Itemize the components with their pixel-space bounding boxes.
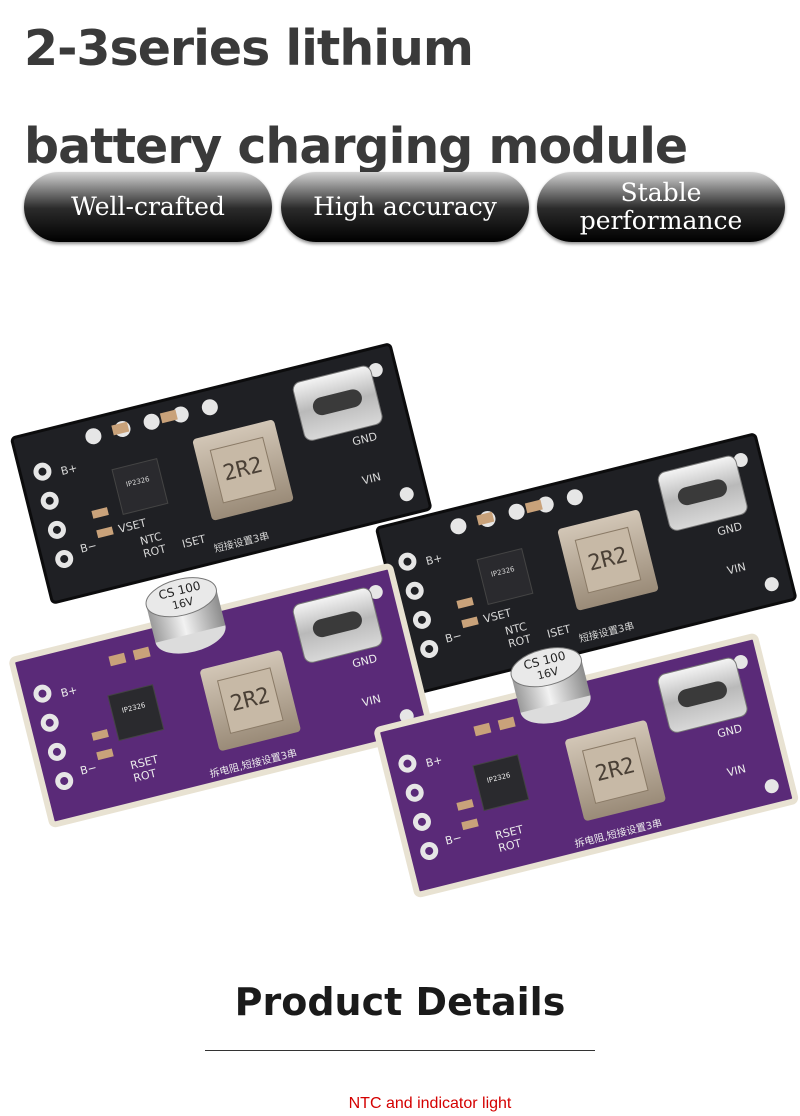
feature-pill-high-accuracy: High accuracy [281, 172, 529, 242]
silk-bminus: B− [444, 831, 463, 848]
silk-bminus: B− [444, 629, 463, 646]
silk-vin: VIN [726, 762, 748, 779]
product-board-purple-1: 2R2 CS 100 16V B+ B− RSET ROT GND VIN IP… [9, 563, 434, 828]
silk-vin: VIN [361, 470, 383, 487]
silk-rot: ROT [507, 632, 533, 650]
feature-pill-well-crafted: Well-crafted [24, 172, 272, 242]
capacitor-marking-2: 16V [171, 594, 195, 612]
product-board-black-1: 2R2 B+ B− VSET NTC ROT ISET GND VIN IP23… [10, 343, 432, 604]
heading-divider [205, 1050, 595, 1051]
silk-bminus: B− [79, 539, 98, 556]
silk-vin: VIN [361, 692, 383, 709]
product-board-purple-2: 2R2 CS 100 16V B+ B− RSET ROT GND VIN IP… [374, 633, 799, 898]
silk-iset: ISET [181, 532, 208, 550]
silk-rot: ROT [132, 767, 158, 785]
silk-gnd: GND [351, 652, 379, 671]
title-line-1: 2-3series lithium [24, 20, 474, 77]
product-details-heading: Product Details [234, 980, 566, 1024]
silk-rot: ROT [497, 837, 523, 855]
silk-ntc: NTC [139, 530, 164, 548]
feature-pill-stable-performance: Stable performance [537, 172, 785, 242]
page-title: 2-3series lithium battery charging modul… [24, 0, 688, 196]
silk-ntc: NTC [504, 620, 529, 638]
silk-gnd: GND [716, 722, 744, 741]
silk-bplus: B+ [59, 683, 78, 700]
silk-bplus: B+ [424, 551, 443, 568]
product-photo: 2R2 B+ B− VSET NTC ROT ISET GND VIN IP23… [9, 343, 799, 898]
silk-gnd: GND [351, 430, 379, 449]
feature-label: High accuracy [313, 192, 497, 221]
silk-bplus: B+ [424, 753, 443, 770]
silk-rot: ROT [142, 542, 168, 560]
feature-label-line-1: Stable [620, 178, 702, 207]
product-board-black-2: 2R2 B+ B− VSET NTC ROT ISET GND VIN IP23… [375, 433, 797, 694]
silk-iset: ISET [546, 622, 573, 640]
silk-gnd: GND [716, 520, 744, 539]
silk-bplus: B+ [59, 461, 78, 478]
details-caption: NTC and indicator light [348, 1095, 512, 1112]
feature-pills: Well-crafted High accuracy Stable perfor… [24, 172, 786, 244]
silk-bminus: B− [79, 761, 98, 778]
feature-label-line-2: performance [579, 206, 743, 235]
silk-vin: VIN [726, 560, 748, 577]
capacitor-marking-2: 16V [536, 664, 560, 682]
feature-label: Well-crafted [71, 192, 225, 221]
title-line-2: battery charging module [24, 118, 688, 175]
